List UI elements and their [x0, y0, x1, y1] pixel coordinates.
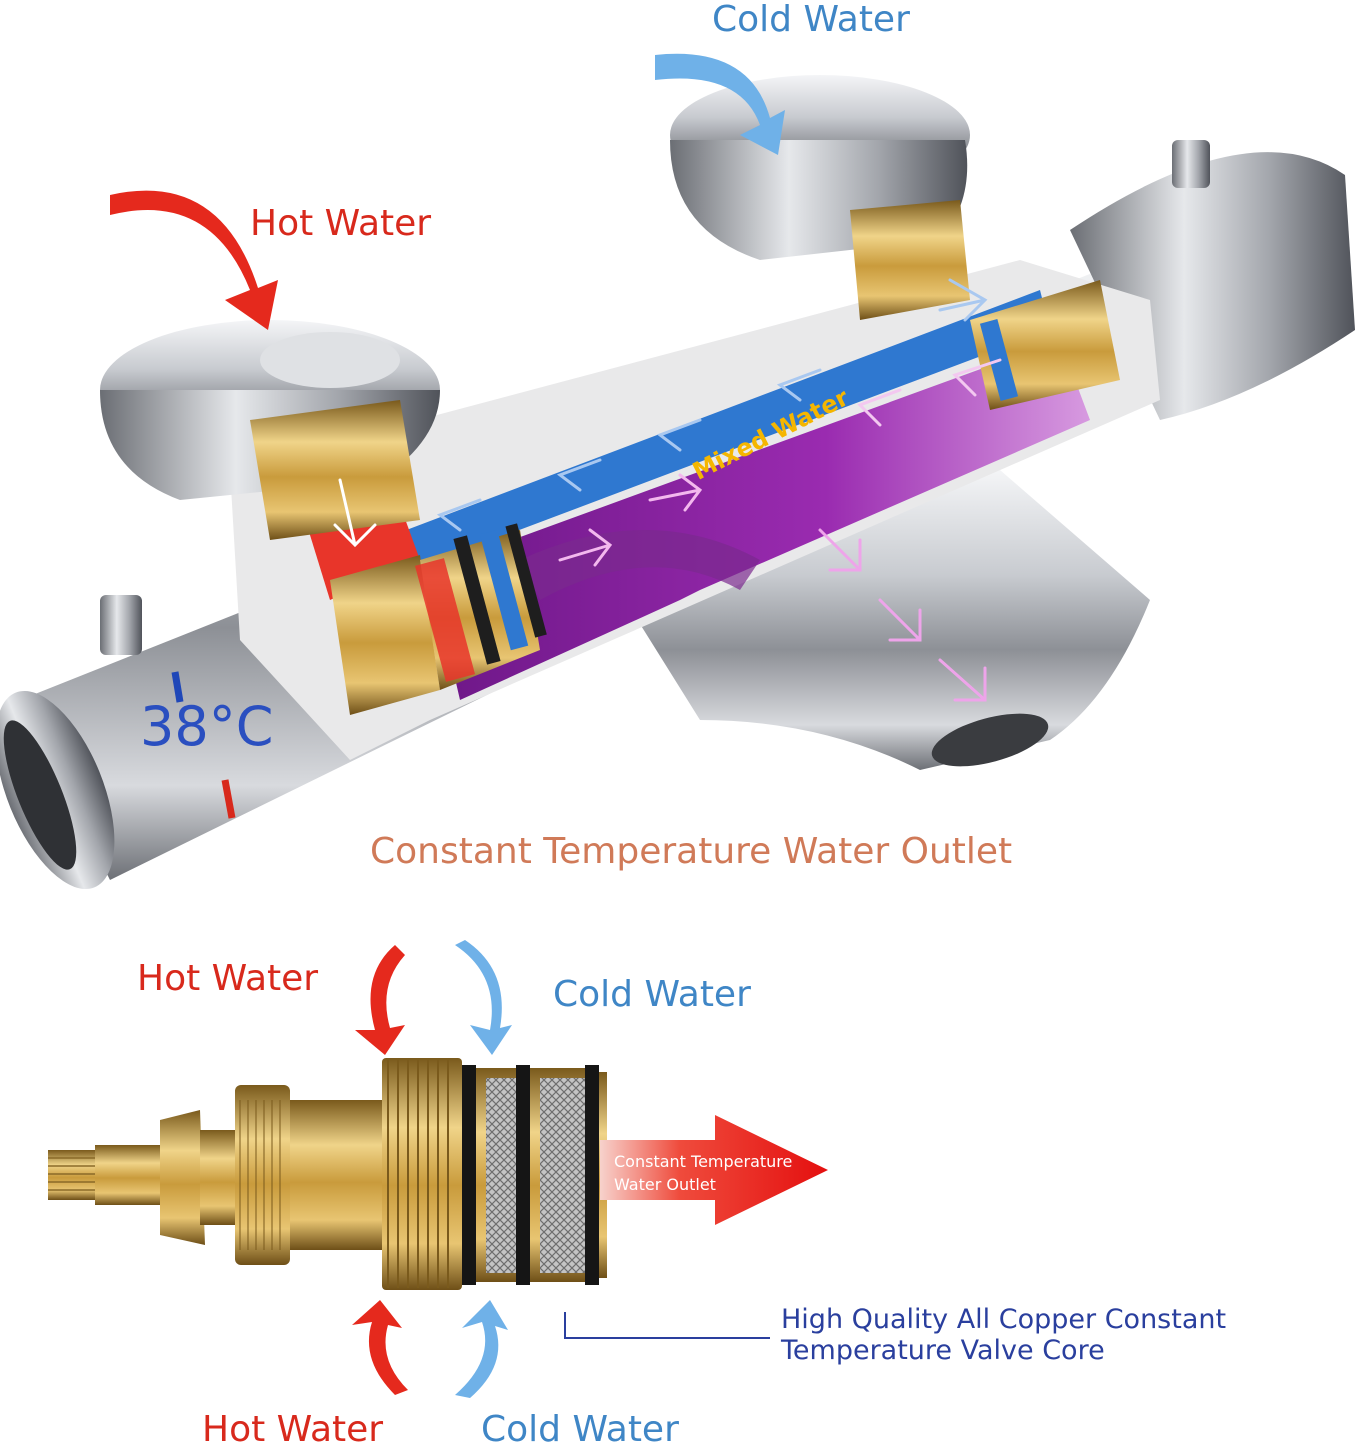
hot-water-label-bottom: Hot Water: [202, 1409, 384, 1450]
body-oring-1: [453, 535, 501, 665]
quality-label-line2: Temperature Valve Core: [781, 1335, 1105, 1366]
temperature-label: 38°C: [140, 695, 274, 758]
core-hex-nut: [160, 1110, 205, 1245]
hot-water-label-top: Hot Water: [250, 203, 432, 244]
cold-water-label-bottom: Cold Water: [481, 1409, 679, 1450]
cold-arrow-icon: [455, 1300, 508, 1398]
flow-arrows: [333, 278, 1002, 702]
outlet-arrow-icon: [600, 1115, 828, 1225]
core-knurled-collar: [235, 1085, 290, 1265]
cold-inlet-brass: [850, 200, 970, 320]
outlet-caption: Constant Temperature Water Outlet: [370, 831, 1013, 872]
body-oring-2: [505, 523, 547, 638]
body-cartridge-brass: [330, 555, 440, 715]
faucet-left-cap-face: [3, 720, 77, 870]
mixed-swirl: [520, 530, 760, 600]
core-spindle-shaft: [95, 1145, 165, 1205]
core-outlet-label-line2: Water Outlet: [614, 1175, 716, 1194]
hot-arrow-icon: [352, 1300, 408, 1395]
core-outlet-label-line1: Constant Temperature: [614, 1152, 793, 1171]
body-hot-seal: [414, 558, 476, 682]
cold-channel: [380, 290, 1050, 575]
cold-arrow-icon: [455, 940, 512, 1055]
core-filter-mesh-1: [486, 1078, 516, 1273]
hot-inlet-brass: [250, 400, 420, 540]
core-spindle-ridges: [48, 1157, 98, 1191]
spout-opening: [931, 713, 1049, 767]
cold-water-label-top: Cold Water: [712, 0, 910, 40]
core-threaded-section: [382, 1058, 462, 1290]
cold-arrow-icon: [655, 53, 785, 155]
mixed-chamber: [430, 340, 1090, 700]
quality-label-line1: High Quality All Copper Constant: [781, 1304, 1227, 1335]
core-filter-mesh-2: [540, 1078, 585, 1273]
temp-mark-blue: [171, 671, 184, 703]
hot-arrow-icon: [355, 945, 405, 1055]
core-oring-1: [462, 1065, 476, 1285]
core-oring-2: [516, 1065, 530, 1285]
hot-arrow-icon: [110, 190, 278, 330]
hot-inlet-ring: [260, 332, 400, 388]
flow-handle-pin: [1172, 140, 1210, 188]
core-body: [290, 1100, 385, 1250]
temp-handle-pin: [100, 595, 142, 655]
core-collar-ridges: [239, 1100, 281, 1250]
body-seal-blue: [479, 529, 529, 651]
core-threads: [387, 1060, 449, 1288]
cold-water-label-mid: Cold Water: [553, 974, 751, 1015]
hot-water-label-mid: Hot Water: [137, 958, 319, 999]
core-oring-3: [585, 1065, 599, 1285]
quality-leader-line: [564, 1312, 770, 1339]
core-neck: [200, 1130, 240, 1225]
temp-mark-red: [221, 779, 236, 819]
